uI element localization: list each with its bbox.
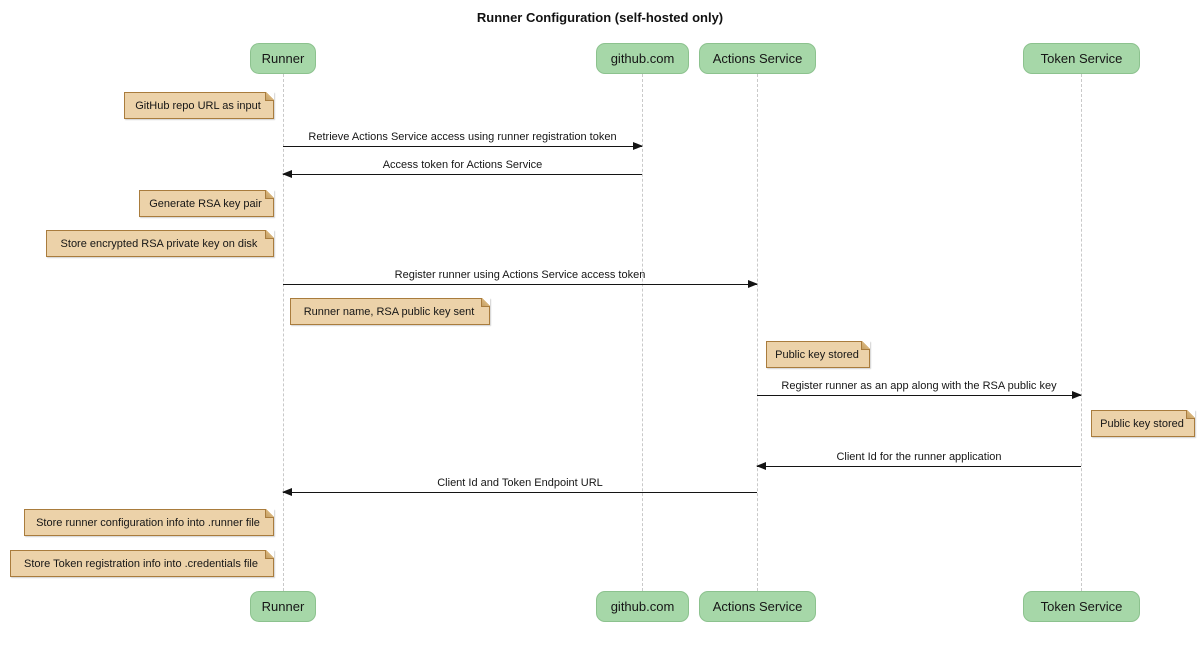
message-label: Client Id for the runner application — [836, 451, 1002, 463]
note-runner-name-sent: Runner name, RSA public key sent — [290, 298, 490, 325]
arrowhead-left-icon — [282, 488, 292, 496]
note-fold-icon — [265, 550, 274, 559]
note-generate-rsa: Generate RSA key pair — [139, 190, 274, 217]
participant-token-service-bottom: Token Service — [1023, 591, 1140, 622]
participant-runner-bottom: Runner — [250, 591, 316, 622]
note-text: Runner name, RSA public key sent — [303, 305, 475, 318]
participant-label: Runner — [261, 51, 305, 66]
note-store-credentials-file: Store Token registration info into .cred… — [10, 550, 274, 577]
note-fold-icon — [265, 92, 274, 101]
message-label: Register runner as an app along with the… — [781, 380, 1057, 392]
participant-label: Token Service — [1040, 51, 1123, 66]
participant-label: Runner — [261, 599, 305, 614]
participant-label: Actions Service — [712, 599, 803, 614]
note-fold-icon — [1186, 410, 1195, 419]
message-label: Register runner using Actions Service ac… — [394, 269, 646, 281]
message-label: Retrieve Actions Service access using ru… — [308, 131, 617, 143]
note-text: Store Token registration info into .cred… — [24, 557, 258, 570]
note-text: Store encrypted RSA private key on disk — [60, 237, 258, 250]
message-register-runner: Register runner using Actions Service ac… — [283, 269, 758, 288]
participant-actions-service-bottom: Actions Service — [699, 591, 816, 622]
note-fold-icon — [861, 341, 870, 350]
participant-label: Actions Service — [712, 51, 803, 66]
message-arrow — [283, 280, 758, 288]
arrowhead-left-icon — [756, 462, 766, 470]
participant-runner-top: Runner — [250, 43, 316, 74]
note-text: Public key stored — [775, 348, 859, 361]
note-public-key-stored-token: Public key stored — [1091, 410, 1195, 437]
note-text: GitHub repo URL as input — [135, 99, 261, 112]
participant-label: github.com — [610, 51, 675, 66]
note-text: Generate RSA key pair — [149, 197, 262, 210]
lifeline-actions-service — [757, 74, 758, 591]
participant-github-bottom: github.com — [596, 591, 689, 622]
diagram-title: Runner Configuration (self-hosted only) — [476, 10, 724, 25]
participant-label: github.com — [610, 599, 675, 614]
message-retrieve-actions-access: Retrieve Actions Service access using ru… — [283, 131, 643, 150]
lifeline-runner — [283, 74, 284, 591]
note-github-repo-url: GitHub repo URL as input — [124, 92, 274, 119]
message-arrow — [282, 170, 642, 178]
message-client-id-runner-app: Client Id for the runner application — [756, 451, 1081, 470]
note-fold-icon — [481, 298, 490, 307]
message-arrow — [282, 488, 757, 496]
message-client-id-endpoint: Client Id and Token Endpoint URL — [282, 477, 757, 496]
message-label: Access token for Actions Service — [382, 159, 543, 171]
note-store-private-key: Store encrypted RSA private key on disk — [46, 230, 274, 257]
note-fold-icon — [265, 230, 274, 239]
arrowhead-right-icon — [633, 142, 643, 150]
participant-github-top: github.com — [596, 43, 689, 74]
message-access-token: Access token for Actions Service — [282, 159, 642, 178]
message-arrow — [757, 391, 1082, 399]
arrowhead-left-icon — [282, 170, 292, 178]
participant-token-service-top: Token Service — [1023, 43, 1140, 74]
lifeline-github — [642, 74, 643, 591]
lifeline-token-service — [1081, 74, 1082, 591]
note-public-key-stored-actions: Public key stored — [766, 341, 870, 368]
note-fold-icon — [265, 509, 274, 518]
note-fold-icon — [265, 190, 274, 199]
message-arrow — [283, 142, 643, 150]
note-text: Public key stored — [1100, 417, 1184, 430]
message-arrow — [756, 462, 1081, 470]
arrowhead-right-icon — [748, 280, 758, 288]
note-text: Store runner configuration info into .ru… — [36, 516, 260, 529]
participant-actions-service-top: Actions Service — [699, 43, 816, 74]
participant-label: Token Service — [1040, 599, 1123, 614]
arrowhead-right-icon — [1072, 391, 1082, 399]
note-store-runner-file: Store runner configuration info into .ru… — [24, 509, 274, 536]
message-register-runner-app: Register runner as an app along with the… — [757, 380, 1082, 399]
message-label: Client Id and Token Endpoint URL — [437, 477, 603, 489]
